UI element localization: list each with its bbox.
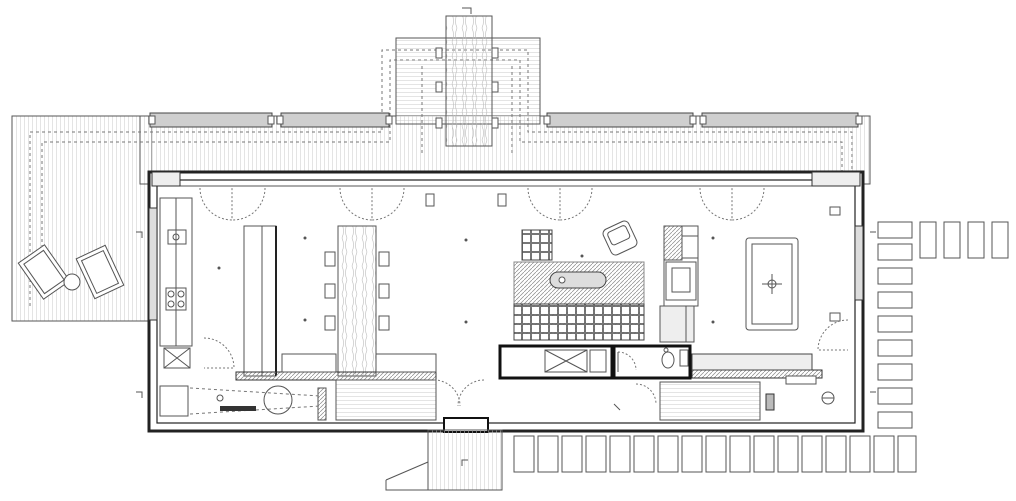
entry-area: [159, 385, 835, 417]
window-swings: [199, 187, 841, 322]
fireplace: [659, 225, 699, 343]
utility-block: [498, 344, 692, 380]
living-area: [513, 220, 645, 341]
billiard-table: [745, 237, 849, 351]
planters: [148, 112, 863, 128]
south-wall: [235, 353, 823, 381]
north-entry: [435, 7, 499, 147]
shelving-unit: [243, 225, 277, 377]
south-entry: [385, 417, 503, 491]
stairs: [317, 375, 817, 421]
deck-loungers: [17, 244, 125, 300]
section-markers: [136, 231, 876, 398]
ceiling-points: [217, 236, 715, 324]
paving-east: [877, 221, 1009, 429]
paving-south: [513, 435, 917, 473]
kitchen-counter: [159, 197, 235, 369]
